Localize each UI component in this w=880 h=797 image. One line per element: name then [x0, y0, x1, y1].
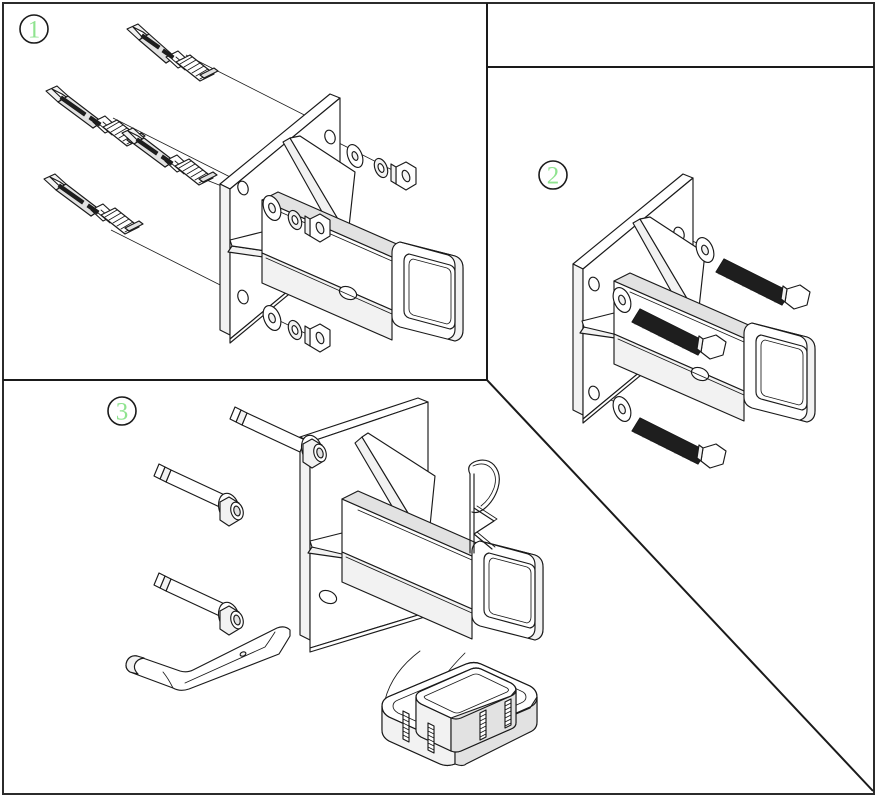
step1-anchor-bolt-3 — [121, 127, 218, 186]
step-marker-2-ring — [538, 160, 568, 190]
step-marker-1-number: 1 — [28, 17, 41, 44]
step1-anchor-bolt-1 — [126, 23, 219, 82]
step-marker-1-ring — [19, 14, 49, 44]
step3-r-clip — [468, 459, 500, 554]
step2-washers — [612, 237, 715, 422]
step-marker-2: 2 — [538, 160, 568, 190]
step1-hardware-bottom — [262, 305, 331, 353]
diagonal-divider — [486, 379, 874, 792]
step1-hardware-middle — [262, 195, 331, 243]
thread-lines-1 — [179, 56, 213, 80]
step2-hex-bolt-3 — [631, 417, 727, 469]
step3-installed-nut-top — [300, 434, 327, 469]
step1-receiver-tube — [261, 191, 464, 342]
step2-receiver-tube — [613, 272, 816, 423]
step3-installed-nut-bottom — [217, 601, 244, 636]
step1-plate-holes — [237, 129, 336, 305]
step3-hitch-pin-lever — [125, 626, 291, 691]
cap-grip-ribs — [402, 698, 512, 754]
step3-installed-nut-middle — [217, 492, 244, 527]
step-marker-3: 3 — [107, 396, 137, 426]
step-marker-2-number: 2 — [547, 163, 560, 190]
step-marker-3-ring — [107, 396, 137, 426]
step1-hardware-top — [346, 143, 417, 191]
step-markers: 1 2 3 — [19, 14, 568, 426]
step3-receiver-tube — [318, 490, 544, 641]
step-marker-1: 1 — [19, 14, 49, 44]
step-1-illustration — [43, 23, 464, 353]
step3-rear-bolt-shanks — [153, 406, 306, 619]
step-marker-3-number: 3 — [116, 399, 129, 426]
step1-anchor-bolt-4 — [43, 173, 144, 235]
step3-receiver-tube-cap — [381, 650, 538, 767]
step-3-illustration — [125, 397, 544, 767]
step-2-illustration — [572, 173, 816, 469]
step2-hex-bolt-2 — [631, 308, 727, 360]
step2-hex-bolt-1 — [715, 258, 811, 310]
